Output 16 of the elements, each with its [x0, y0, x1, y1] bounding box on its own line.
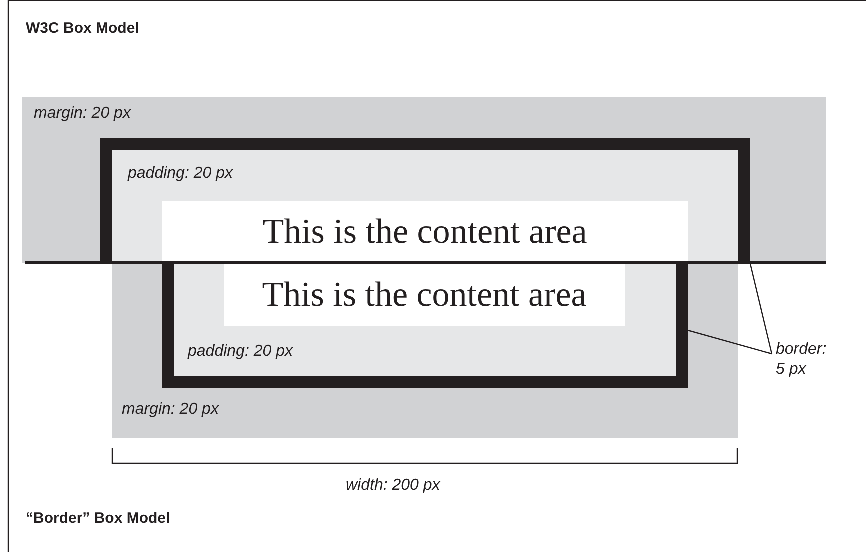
padding-label: padding: 20 px — [128, 165, 233, 183]
content-area: This is the content area — [224, 263, 625, 326]
heading: W3C Box Model — [26, 20, 140, 37]
dimension-label: width: 200 px — [346, 477, 440, 495]
leader-line — [688, 330, 772, 355]
leader-line — [749, 262, 773, 354]
border-box — [162, 263, 688, 388]
margin-area — [22, 97, 826, 263]
margin-label: margin: 20 px — [34, 105, 131, 123]
border-box — [100, 138, 750, 263]
content-area: This is the content area — [162, 201, 688, 263]
margin-label: margin: 20 px — [122, 401, 219, 419]
margin-area — [112, 263, 738, 438]
heading: “Border” Box Model — [26, 510, 170, 527]
border-label: border: 5 px — [776, 340, 836, 388]
padding-label: padding: 20 px — [188, 343, 293, 361]
